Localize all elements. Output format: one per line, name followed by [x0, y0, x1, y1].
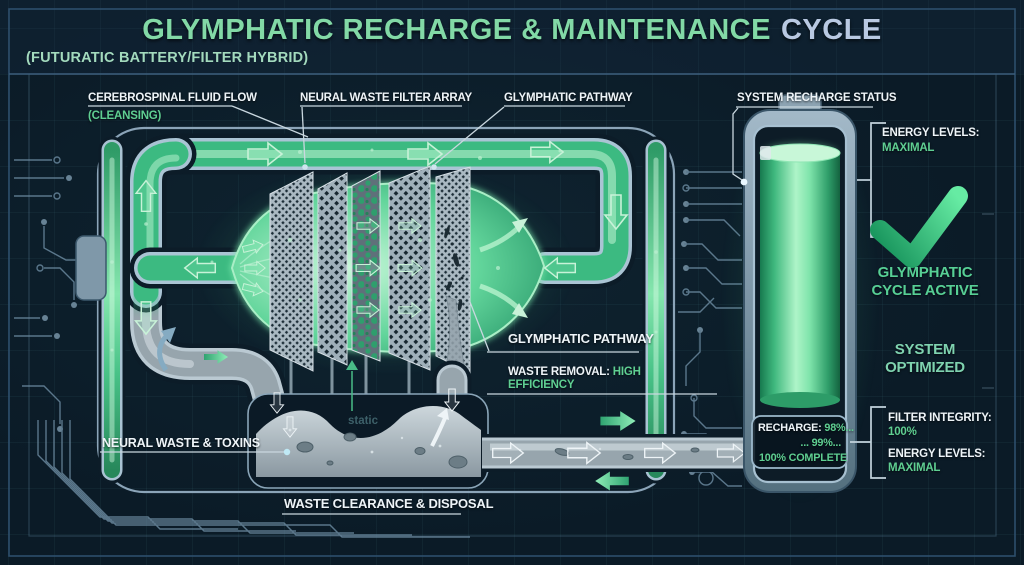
- cycle-active-line2: CYCLE ACTIVE: [871, 282, 979, 299]
- energy-levels-2-value: MAXIMAL: [888, 462, 941, 474]
- page-subtitle: (FUTURATIC BATTERY/FILTER HYBRID): [26, 50, 309, 66]
- csf-circulation-pipes: [125, 133, 637, 427]
- label-csf-flow: CEREBROSPINAL FLUID FLOW: [88, 92, 257, 104]
- waste-disposal-system: [247, 295, 750, 489]
- basin-fluid: [256, 405, 481, 477]
- energy-levels-2-label: ENERGY LEVELS:: [888, 448, 986, 460]
- system-optimized-line1: SYSTEM: [894, 341, 956, 358]
- label-static: static: [347, 415, 379, 427]
- recharge-line-2: ... 99%...: [800, 437, 841, 449]
- filter-plate-2: [317, 172, 348, 366]
- title-band: [0, 0, 1024, 74]
- page-title: GLYMPHATIC RECHARGE & MAINTENANCE CYCLE: [0, 14, 1024, 47]
- label-pathway-mid: GLYMPHATIC PATHWAY: [508, 331, 654, 346]
- filter-integrity-label: FILTER INTEGRITY:: [888, 412, 992, 424]
- label-waste-removal: WASTE REMOVAL: HIGH EFFICIENCY: [508, 366, 641, 392]
- energy-levels-value: MAXIMAL: [882, 142, 935, 154]
- label-recharge-status: SYSTEM RECHARGE STATUS: [737, 92, 897, 104]
- label-pathway-top: GLYMPHATIC PATHWAY: [504, 92, 633, 104]
- static-indicator: [346, 360, 358, 411]
- recharge-readout-box: [751, 415, 848, 469]
- label-leaders: [88, 105, 873, 515]
- status-leader-dot: [740, 178, 748, 186]
- top-loop-pipe: [153, 133, 637, 289]
- label-waste-clearance: WASTE CLEARANCE & DISPOSAL: [284, 496, 494, 511]
- integrity-bracket: [870, 406, 886, 479]
- system-optimized-line2: OPTIMIZED: [885, 359, 965, 376]
- fluid-bubbles: [110, 148, 658, 352]
- device-frame: [75, 126, 676, 494]
- trapped-debris: [444, 226, 464, 311]
- glymphatic-bulge: [229, 165, 547, 398]
- waste-particles: [296, 432, 700, 469]
- page-borders: [8, 8, 1016, 557]
- label-filter-array: NEURAL WASTE FILTER ARRAY: [300, 92, 472, 104]
- title-main: GLYMPHATIC RECHARGE & MAINTENANCE: [142, 14, 771, 46]
- recharge-line-1: RECHARGE: 98%...: [758, 422, 854, 434]
- disposal-pipe: [482, 434, 750, 472]
- recharge-line-3: 100% COMPLETE: [759, 452, 847, 464]
- cycle-active-line1: GLYMPHATIC: [877, 264, 973, 281]
- filter-plate-4: [388, 165, 431, 371]
- checkmark-icon: [870, 186, 968, 268]
- status-panel-graphics: [850, 122, 968, 479]
- title-accent: CYCLE: [780, 14, 882, 46]
- label-neural-waste: NEURAL WASTE & TOXINS: [102, 436, 260, 450]
- frame-port-connector: [75, 235, 107, 301]
- energy-levels-label: ENERGY LEVELS:: [882, 127, 980, 139]
- filter-integrity-value: 100%: [888, 426, 917, 438]
- flow-arrows: [110, 139, 746, 491]
- label-csf-flow-sub: (CLEANSING): [88, 110, 162, 122]
- battery-charge-fill: [760, 152, 840, 400]
- left-loop-pipe: [125, 133, 197, 329]
- filter-plate-1: [269, 171, 314, 372]
- battery: [720, 94, 880, 505]
